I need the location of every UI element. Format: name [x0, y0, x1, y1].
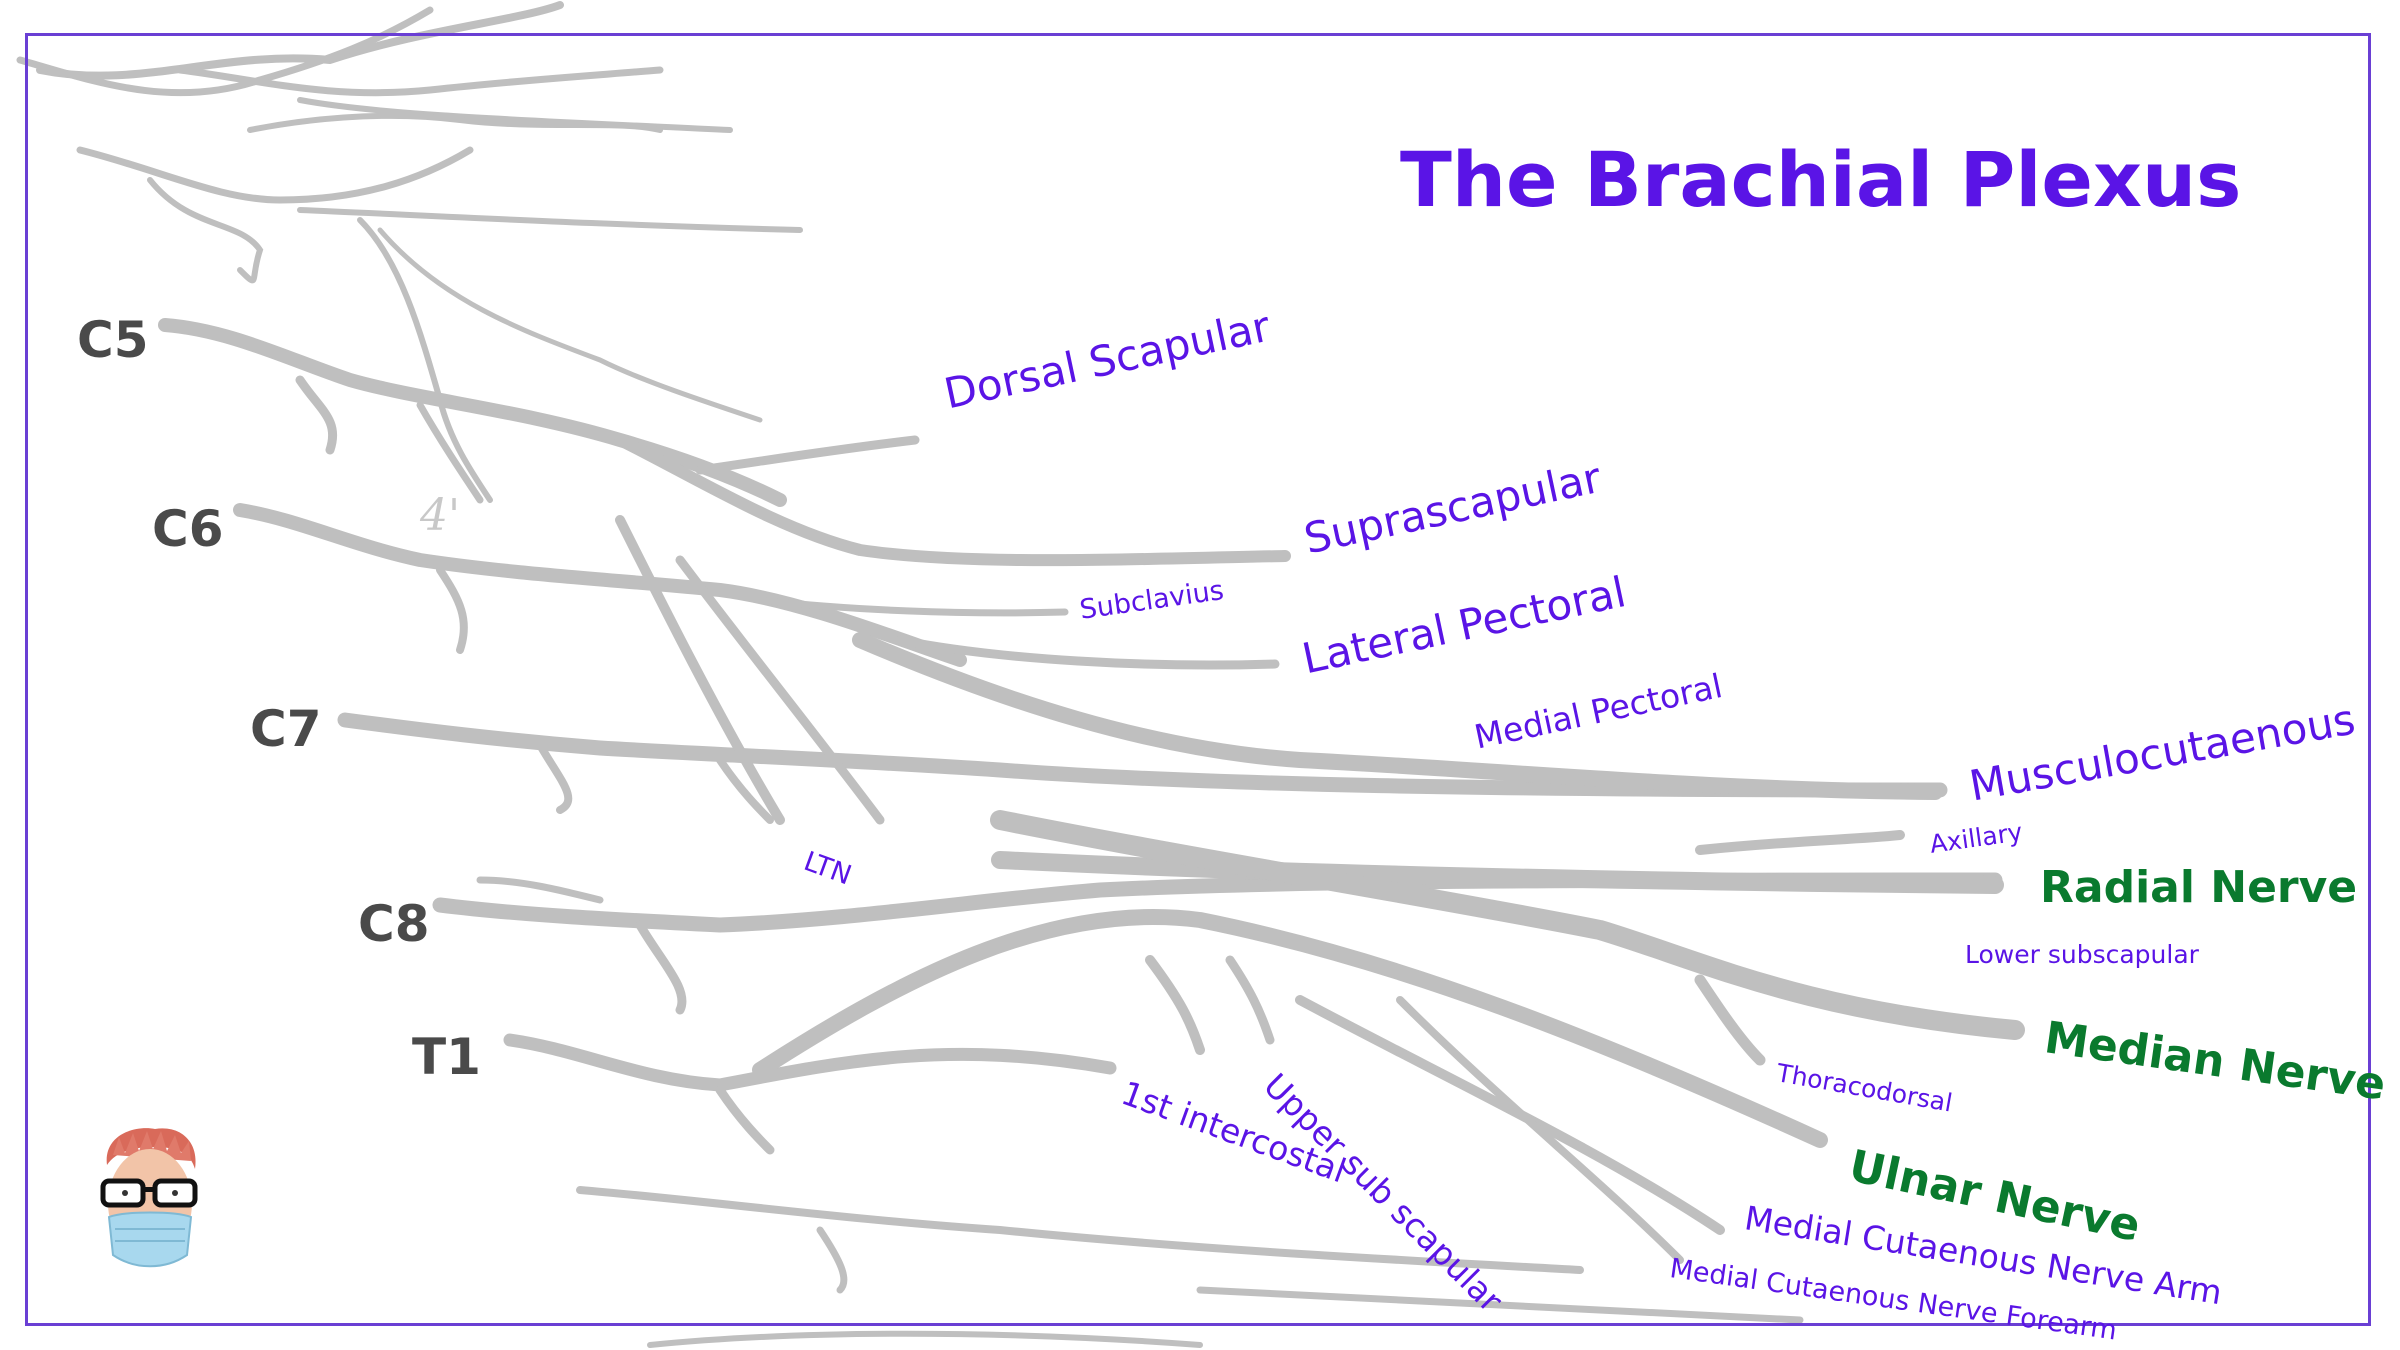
masked-doctor-avatar-icon	[100, 1128, 198, 1268]
illustration-marker: 4'	[419, 490, 460, 541]
root-label-c8: C8	[358, 895, 430, 953]
roots-and-trunks	[158, 318, 2025, 1348]
label-radial-nerve: Radial Nerve	[2040, 862, 2358, 913]
slide-frame	[25, 33, 2371, 1326]
root-label-c7: C7	[250, 700, 322, 758]
root-label-c5: C5	[77, 311, 149, 369]
page-title: The Brachial Plexus	[1400, 135, 2242, 224]
cervical-background-nerves	[16, 1, 803, 503]
label-lower-subscapular: Lower subscapular	[1965, 940, 2199, 969]
root-label-t1: T1	[412, 1028, 481, 1086]
root-label-c6: C6	[152, 500, 224, 558]
